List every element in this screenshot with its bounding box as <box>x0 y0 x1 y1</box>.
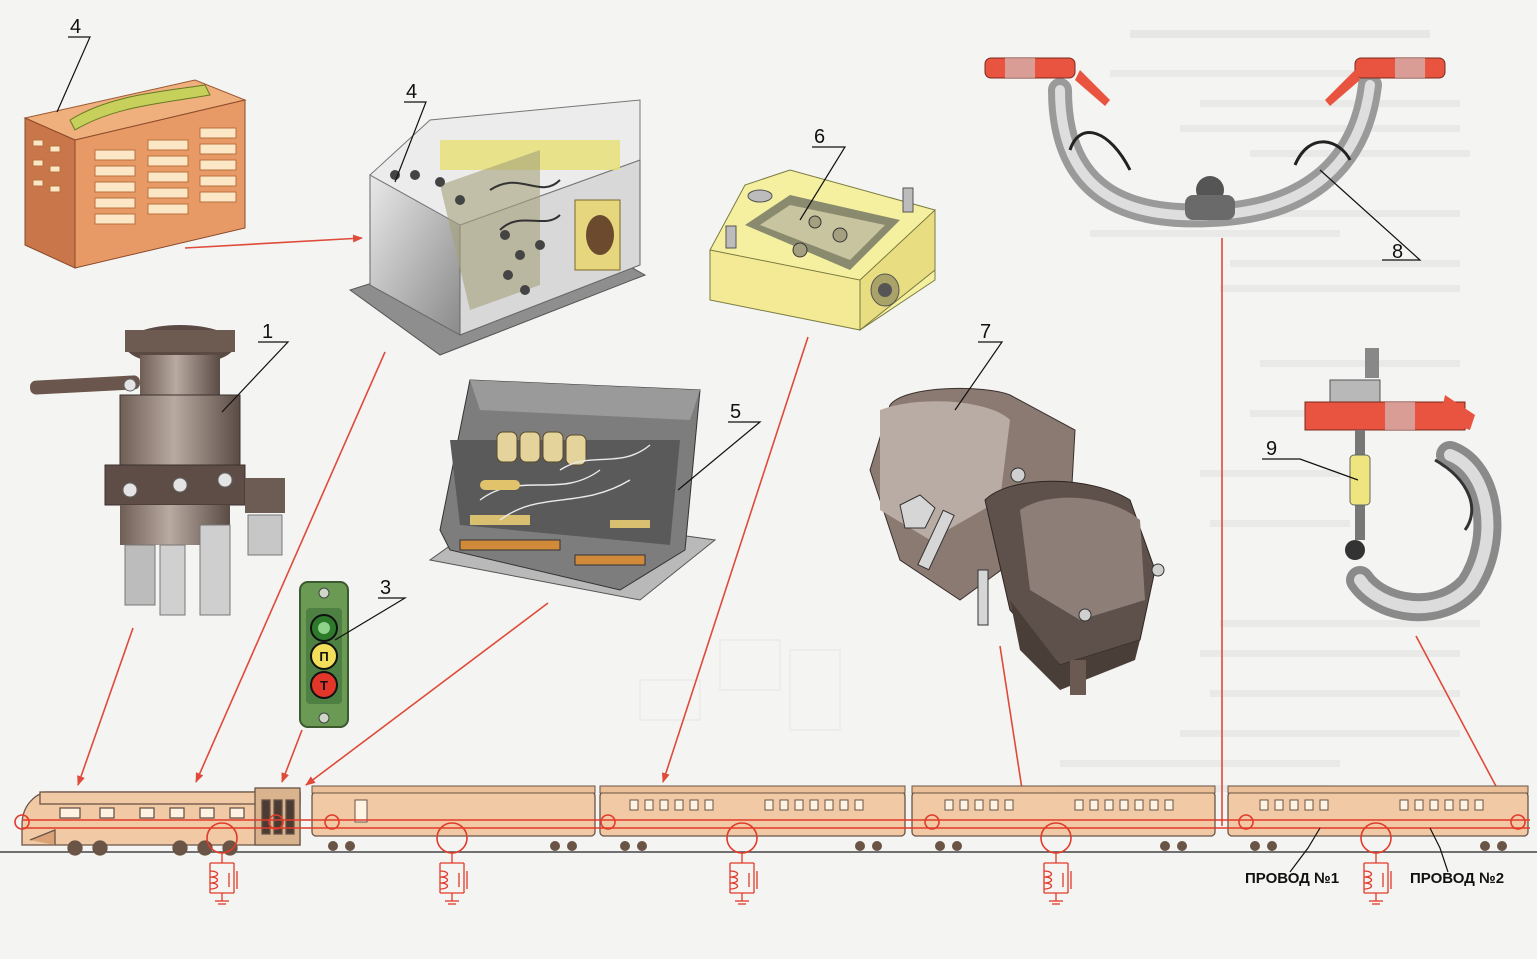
callout-numbers: 4 4 1 3 5 6 7 8 9 <box>70 16 1403 599</box>
driver-valve-icon <box>30 325 285 616</box>
callout-9: 9 <box>1266 438 1277 460</box>
signal-lamp-bottom-letter: Т <box>320 678 328 693</box>
wire-2-label: ПРОВОД №2 <box>1410 870 1504 887</box>
callout-4-fuse-box: 4 <box>70 16 81 38</box>
ground-schematics <box>209 853 1392 905</box>
callout-3: 3 <box>380 577 391 599</box>
component-arrows <box>77 234 1515 829</box>
isolating-block-icon <box>709 169 936 332</box>
train <box>0 785 1537 905</box>
callout-4-relay-block: 4 <box>406 81 417 103</box>
carriage-4 <box>1227 785 1529 851</box>
callout-7: 7 <box>980 321 991 343</box>
callout-1: 1 <box>262 321 273 343</box>
electropneumatic-valve-icon <box>869 387 1165 695</box>
wire-1-label: ПРОВОД №1 <box>1245 870 1339 887</box>
locomotive <box>21 787 301 856</box>
hose-coupling-icon <box>984 57 1446 228</box>
fuse-box-icon <box>23 79 247 269</box>
callout-8: 8 <box>1392 241 1403 263</box>
terminal-box-icon <box>428 379 717 601</box>
signal-lamp-panel-icon <box>299 581 349 728</box>
callout-6: 6 <box>814 126 825 148</box>
signal-lamp-middle-letter: П <box>319 649 328 664</box>
relay-block-icon <box>348 99 647 356</box>
coupling-head-icon <box>1304 348 1502 622</box>
callout-5: 5 <box>730 401 741 423</box>
carriage-1 <box>311 785 596 851</box>
callout-leaders <box>56 36 1422 641</box>
carriage-2 <box>599 785 906 851</box>
carriage-3 <box>911 785 1216 851</box>
